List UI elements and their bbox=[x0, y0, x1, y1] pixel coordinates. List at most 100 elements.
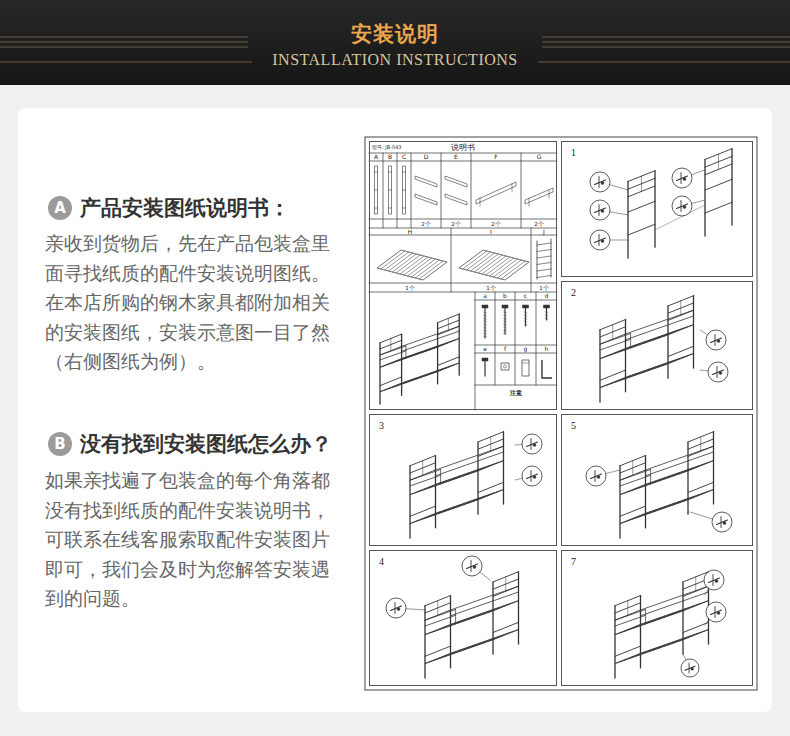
drawing-line bbox=[451, 586, 519, 610]
drawing-line bbox=[705, 179, 732, 190]
drawing-line bbox=[395, 603, 396, 614]
drawing-line bbox=[389, 253, 413, 271]
detail-circle bbox=[723, 522, 726, 525]
drawing-line bbox=[438, 357, 460, 366]
drawing-shape bbox=[600, 325, 694, 359]
model-number: 型号: JB-043 bbox=[372, 144, 402, 151]
drawing-line bbox=[605, 347, 631, 357]
drawing-line bbox=[639, 335, 665, 345]
drawing-line bbox=[546, 308, 547, 320]
drawing-line bbox=[685, 666, 695, 670]
drawing-line bbox=[475, 385, 557, 386]
drawing-line bbox=[504, 312, 507, 313]
drawing-line bbox=[478, 482, 504, 492]
drawing-line bbox=[713, 575, 714, 586]
detail-circle bbox=[533, 444, 536, 447]
drawing-line bbox=[436, 446, 504, 470]
drawing-line bbox=[653, 359, 679, 369]
drawing-shape bbox=[410, 461, 504, 495]
step-cell: 3 bbox=[369, 414, 557, 546]
drawing-line bbox=[412, 259, 436, 277]
drawing-line bbox=[688, 482, 714, 492]
drawing-line bbox=[402, 331, 460, 351]
drawing-line bbox=[704, 160, 705, 237]
drawing-line bbox=[649, 360, 675, 370]
section-body: 如果亲找遍了包装盒的每个角落都 没有找到纸质的配件安装说明书， 可联系在线客服索… bbox=[45, 466, 337, 614]
drawing-line bbox=[490, 258, 514, 276]
drawing-line bbox=[635, 479, 661, 489]
drawing-line bbox=[459, 641, 485, 651]
drawing-line bbox=[599, 235, 600, 246]
drawing-line bbox=[419, 261, 443, 279]
drawing-line bbox=[600, 339, 631, 350]
node-text: 2 bbox=[571, 287, 752, 299]
drawing-line bbox=[380, 351, 406, 360]
drawing-line bbox=[410, 469, 441, 480]
drawing-line bbox=[654, 501, 680, 511]
drawing-line bbox=[463, 251, 487, 269]
ornament-line bbox=[0, 37, 248, 38]
detail-circle bbox=[683, 206, 686, 209]
drawing-line bbox=[700, 330, 708, 335]
drawing-line bbox=[678, 631, 704, 641]
ornament-line bbox=[0, 62, 252, 63]
drawing-line bbox=[381, 251, 405, 269]
drawing-shape bbox=[501, 363, 509, 370]
drawing-shape bbox=[476, 182, 516, 204]
drawing-line bbox=[380, 377, 402, 386]
drawing-line bbox=[484, 333, 487, 334]
drawing-line bbox=[468, 493, 494, 503]
drawing-line bbox=[444, 473, 470, 483]
drawing-line bbox=[680, 301, 681, 315]
drawing-shape bbox=[425, 630, 519, 664]
drawing-line bbox=[595, 471, 596, 482]
drawing-line bbox=[369, 283, 557, 284]
drawing-line bbox=[641, 176, 642, 191]
drawing-line bbox=[390, 338, 391, 350]
drawing-line bbox=[663, 355, 689, 365]
drawing-line bbox=[659, 500, 685, 510]
drawing-line bbox=[619, 466, 620, 538]
drawing-line bbox=[620, 475, 651, 486]
drawing-line bbox=[630, 481, 656, 491]
drawing-line bbox=[410, 475, 441, 486]
drawing-line bbox=[478, 255, 502, 273]
drawing-line bbox=[668, 346, 694, 356]
parts-list-cell: 说明书 bbox=[369, 141, 557, 410]
drawing-line bbox=[435, 456, 436, 528]
drawing-line bbox=[406, 609, 425, 610]
drawing-line bbox=[654, 171, 655, 248]
drawing-line bbox=[692, 200, 705, 203]
drawing-line bbox=[615, 609, 646, 620]
drawing-line bbox=[629, 338, 655, 348]
drawing-line bbox=[628, 201, 655, 212]
node-text: 1 bbox=[571, 147, 752, 159]
drawing-line bbox=[425, 615, 456, 626]
drawing-line bbox=[610, 345, 636, 355]
drawing-line bbox=[389, 190, 392, 191]
drawing-line bbox=[473, 462, 499, 472]
drawing-line bbox=[473, 491, 499, 501]
ornament-line bbox=[0, 47, 248, 48]
drawing-line bbox=[721, 517, 722, 528]
drawing-line bbox=[629, 367, 655, 377]
drawing-line bbox=[433, 340, 455, 349]
drawing-line bbox=[415, 260, 439, 278]
drawing-line bbox=[449, 616, 475, 626]
drawing-line bbox=[396, 255, 420, 273]
part-letter: C bbox=[402, 153, 406, 161]
drawing-line bbox=[420, 481, 446, 491]
drawing-line bbox=[664, 607, 690, 617]
drawing-line bbox=[649, 331, 675, 341]
drawing-line bbox=[620, 469, 651, 480]
drawing-line bbox=[474, 254, 498, 272]
detail-circle bbox=[522, 434, 542, 454]
part-quantity: 1个 bbox=[405, 285, 415, 292]
drawing-line bbox=[610, 240, 628, 241]
drawing-line bbox=[625, 320, 626, 392]
section-badge: B bbox=[48, 432, 72, 456]
drawing-line bbox=[691, 170, 705, 175]
drawing-line bbox=[440, 469, 441, 483]
node-text: 7 bbox=[571, 556, 752, 568]
